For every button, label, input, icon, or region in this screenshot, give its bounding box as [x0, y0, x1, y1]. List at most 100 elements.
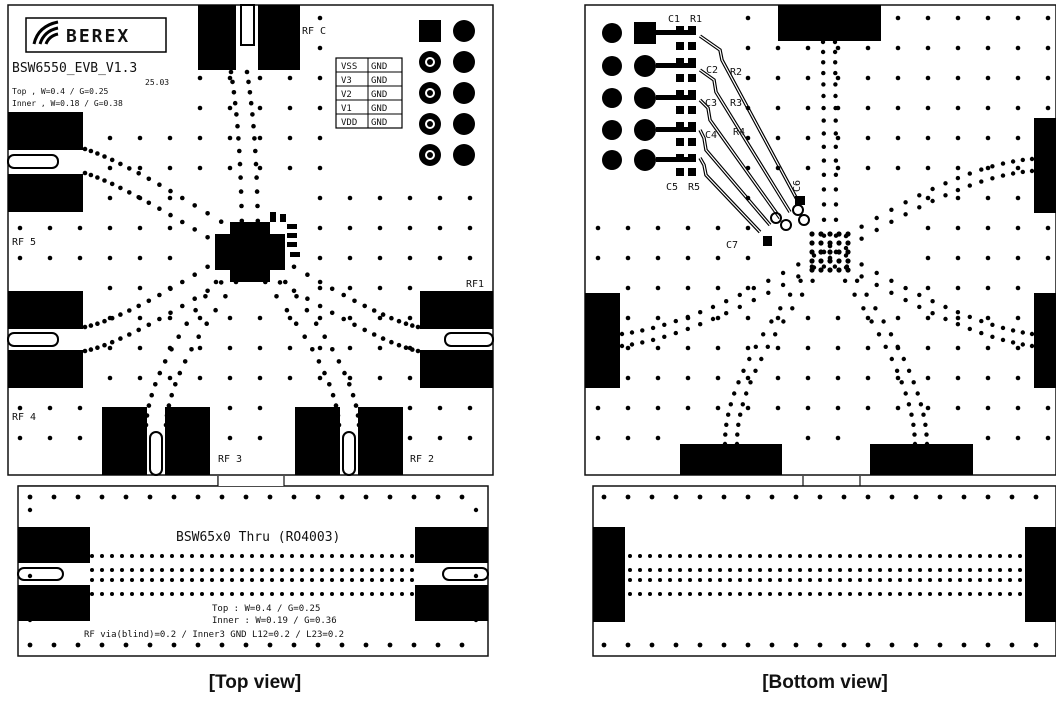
via: [865, 642, 871, 648]
via: [88, 347, 94, 352]
via: [835, 75, 841, 81]
via: [685, 255, 691, 261]
via: [437, 405, 443, 411]
bottom-right-pad-lower: [1034, 293, 1056, 388]
via: [728, 578, 732, 582]
via: [329, 310, 335, 316]
via: [798, 278, 803, 283]
via: [889, 494, 895, 500]
via: [77, 255, 83, 261]
via: [246, 79, 251, 85]
supply-net-label: V2: [341, 90, 352, 100]
via: [1000, 325, 1006, 331]
via: [889, 278, 894, 283]
via: [778, 578, 782, 582]
via: [238, 175, 243, 180]
via: [868, 554, 872, 558]
via: [410, 347, 415, 352]
via: [930, 311, 935, 316]
thru-bottom-pad-left: [593, 527, 625, 622]
via: [858, 568, 862, 572]
via: [859, 236, 864, 241]
bottom-rfc-pad: [778, 5, 881, 41]
via: [27, 507, 33, 513]
via: [210, 568, 214, 572]
via: [753, 344, 758, 349]
via: [320, 578, 324, 582]
via: [799, 292, 805, 297]
via: [360, 578, 364, 582]
via: [775, 375, 781, 381]
via: [628, 592, 632, 596]
via: [745, 345, 751, 351]
via: [809, 258, 815, 264]
via: [287, 135, 293, 141]
via: [317, 345, 323, 351]
via: [99, 494, 105, 500]
via: [874, 227, 879, 233]
via: [728, 402, 733, 407]
via: [157, 292, 162, 298]
via: [363, 642, 369, 648]
via: [678, 578, 682, 582]
via: [110, 578, 114, 582]
via: [715, 285, 721, 291]
via: [685, 225, 691, 231]
via: [655, 345, 661, 351]
via: [1009, 494, 1015, 500]
via: [894, 368, 900, 373]
via: [741, 368, 746, 373]
via: [640, 328, 645, 333]
via: [833, 118, 838, 123]
via: [658, 568, 662, 572]
via: [917, 304, 922, 310]
via: [387, 642, 393, 648]
bottom-rf2-pad: [870, 444, 973, 475]
via: [775, 105, 781, 111]
via: [724, 311, 729, 316]
via: [233, 252, 238, 257]
via: [180, 303, 185, 309]
via: [77, 435, 83, 441]
via: [740, 402, 745, 407]
via: [147, 642, 153, 648]
via: [911, 380, 916, 385]
via: [467, 225, 473, 231]
via: [127, 308, 132, 313]
via: [843, 253, 849, 258]
via: [107, 135, 113, 141]
via: [858, 554, 862, 558]
via: [210, 578, 214, 582]
via: [655, 255, 661, 261]
via: [27, 551, 33, 557]
via: [726, 412, 731, 417]
via: [290, 592, 294, 596]
via: [387, 494, 393, 500]
via: [109, 315, 115, 321]
via: [250, 568, 254, 572]
via: [758, 578, 762, 582]
via: [347, 255, 353, 261]
via: [1015, 75, 1021, 81]
via: [811, 265, 817, 270]
via: [189, 347, 194, 352]
via: [270, 592, 274, 596]
via: [333, 403, 339, 408]
via: [721, 642, 727, 648]
rf3-connector-pad-left: [102, 407, 147, 475]
via: [335, 413, 341, 418]
via: [595, 255, 601, 261]
thru-connector-right-bottom: [415, 585, 488, 621]
via: [778, 592, 782, 596]
via: [329, 286, 335, 292]
via: [352, 322, 357, 328]
via: [858, 592, 862, 596]
via: [821, 60, 826, 65]
via: [169, 392, 174, 398]
via: [698, 578, 702, 582]
via: [410, 578, 414, 582]
via: [898, 592, 902, 596]
via: [118, 312, 123, 317]
via: [341, 292, 347, 298]
via: [865, 345, 871, 351]
